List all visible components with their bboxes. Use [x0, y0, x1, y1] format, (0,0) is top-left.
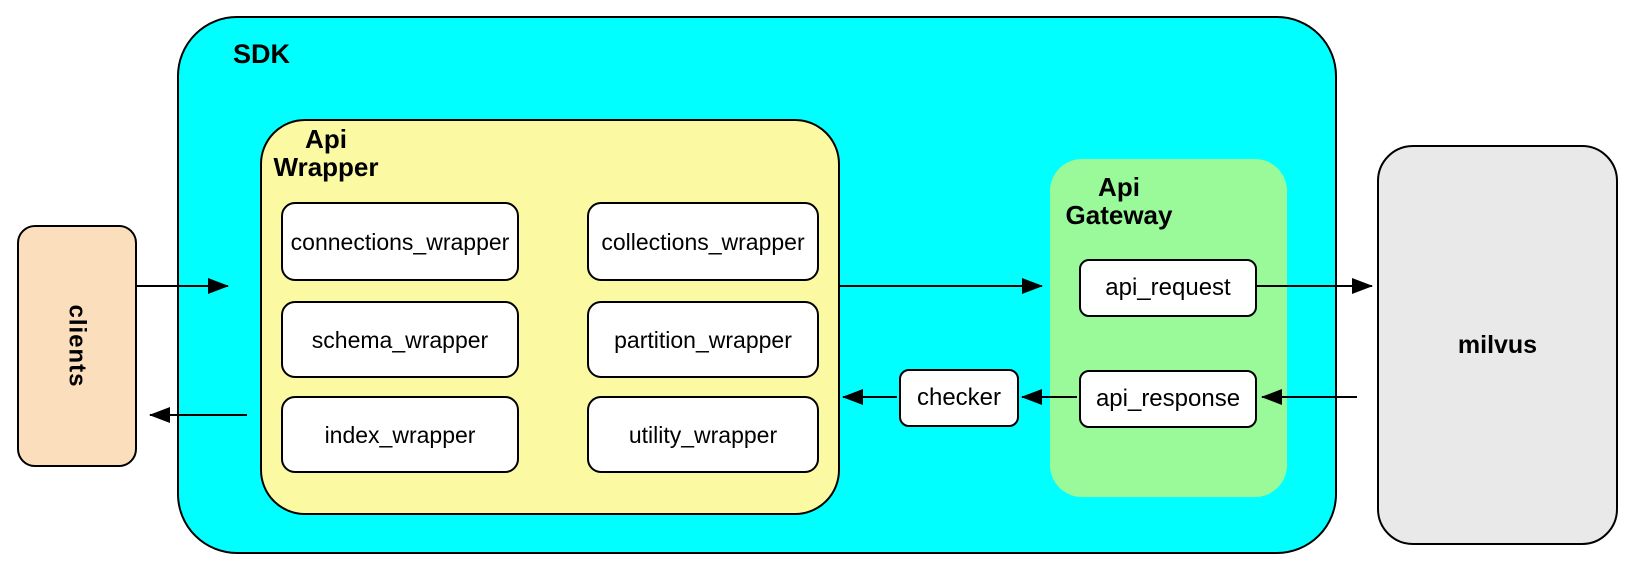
- api-wrapper-container: Api Wrapper connections_wrapper collecti…: [260, 119, 840, 515]
- index-wrapper-box: index_wrapper: [281, 396, 519, 473]
- api-gateway-container: Api Gateway api_request api_response: [1050, 159, 1287, 497]
- sdk-label: SDK: [233, 39, 291, 69]
- clients-box: clients: [17, 225, 137, 467]
- api-gateway-label: Api Gateway: [1065, 172, 1173, 230]
- api-request-box: api_request: [1079, 259, 1257, 317]
- schema-wrapper-box: schema_wrapper: [281, 301, 519, 378]
- checker-box: checker: [899, 369, 1019, 427]
- partition-wrapper-box: partition_wrapper: [587, 301, 819, 378]
- sdk-container: SDK Api Wrapper connections_wrapper coll…: [177, 16, 1337, 554]
- utility-wrapper-box: utility_wrapper: [587, 396, 819, 473]
- api-response-box: api_response: [1079, 370, 1257, 428]
- milvus-box: milvus: [1377, 145, 1618, 545]
- clients-label: clients: [64, 304, 91, 388]
- collections-wrapper-box: collections_wrapper: [587, 202, 819, 281]
- api-wrapper-label: Api Wrapper: [273, 124, 379, 182]
- connections-wrapper-box: connections_wrapper: [281, 202, 519, 281]
